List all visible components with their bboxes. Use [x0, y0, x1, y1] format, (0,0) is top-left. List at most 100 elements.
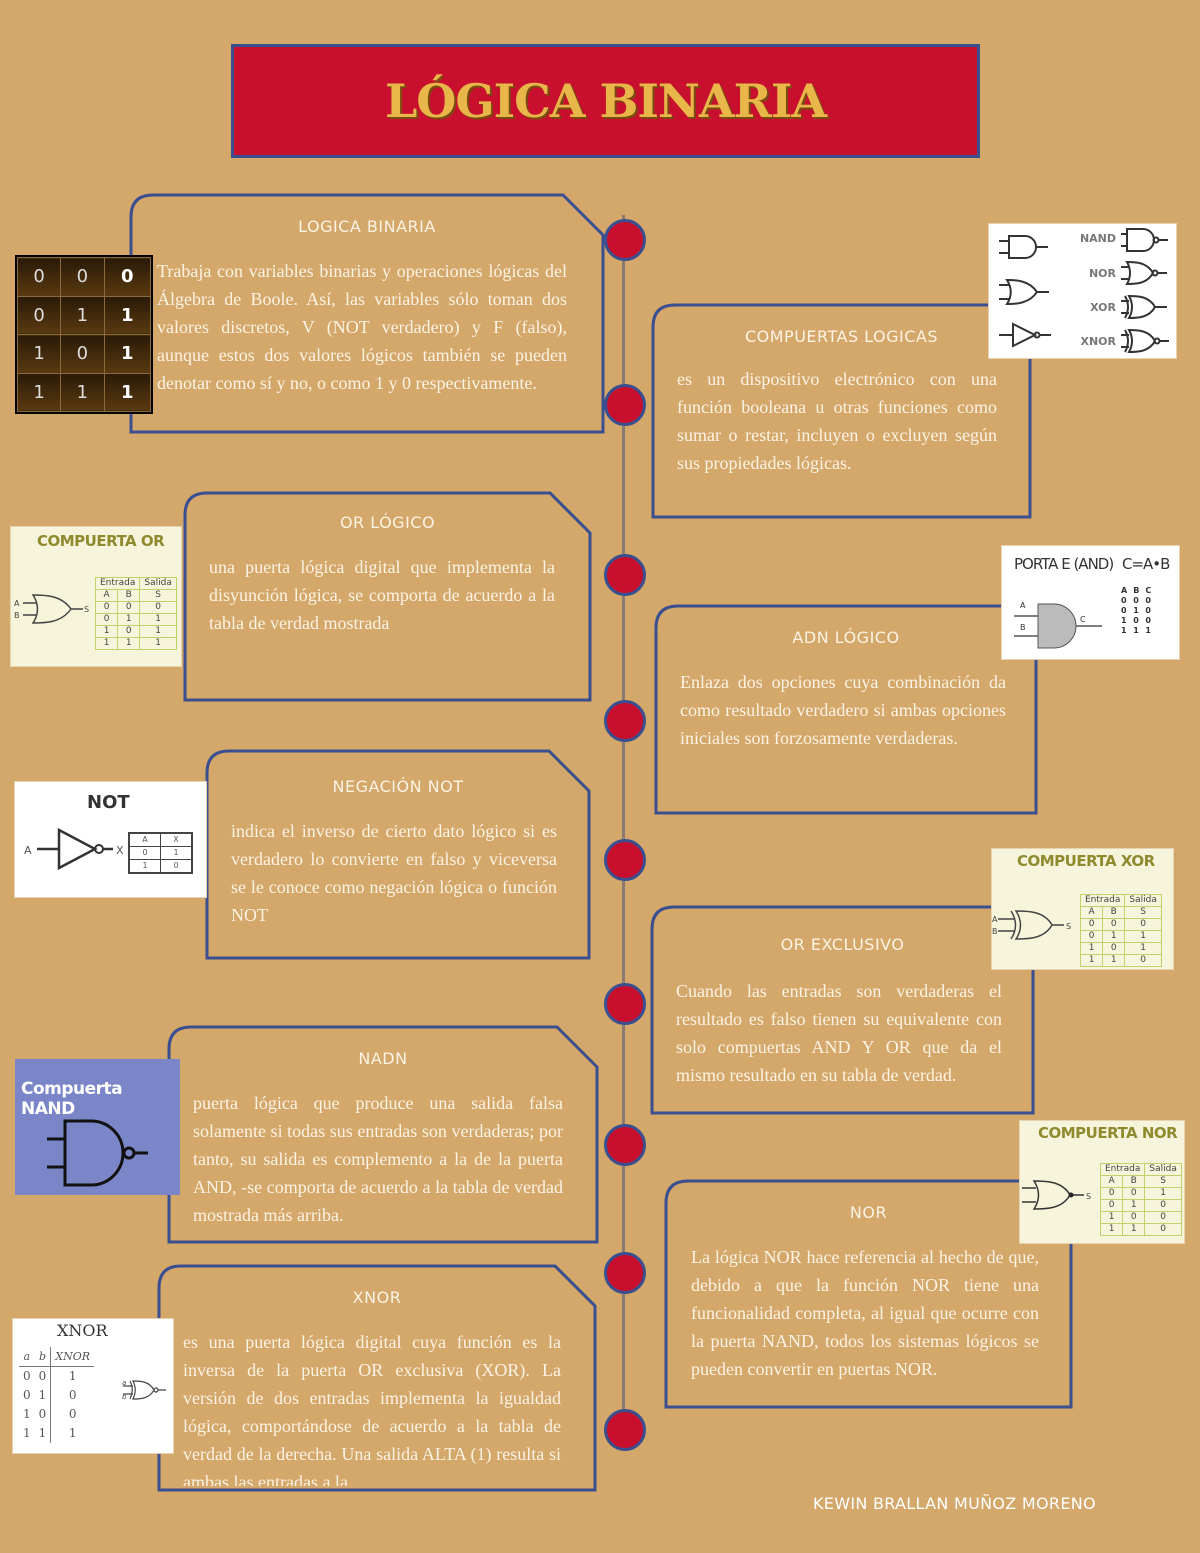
table-cell: 0 — [139, 601, 177, 614]
svg-text:A: A — [24, 844, 32, 857]
table-cell: 0 — [1122, 1211, 1146, 1224]
section-frame — [129, 193, 605, 434]
section-frame — [664, 1179, 1073, 1409]
section-frame — [157, 1264, 597, 1492]
timeline-node — [604, 1124, 646, 1166]
table-cell: 0 — [1145, 596, 1151, 605]
table-cell: 1 — [160, 846, 193, 860]
table-cell: 1 — [1124, 942, 1162, 955]
svg-text:A: A — [992, 915, 998, 924]
table-cell: 0 — [68, 1388, 77, 1402]
table-cell: C — [1145, 586, 1152, 595]
svg-text:a: a — [122, 1379, 126, 1387]
xor-image-title: COMPUERTA XOR — [1017, 852, 1155, 870]
table-cell: 0 — [34, 1366, 52, 1386]
table-cell: 1 — [1099, 1211, 1124, 1224]
table-cell: 0 — [1099, 1187, 1124, 1200]
nand-gate-icon — [1121, 228, 1168, 252]
timeline-node — [604, 839, 646, 881]
or-image-title: COMPUERTA OR — [37, 532, 165, 550]
table-cell: 0 — [160, 859, 193, 874]
section-heading: ADN LÓGICO — [792, 628, 900, 647]
section-heading: COMPUERTAS LOGICAS — [744, 327, 939, 346]
table-cell: 1 — [1145, 626, 1151, 635]
author-name: KEWIN BRALLAN MUÑOZ MORENO — [813, 1494, 1096, 1513]
and-formula: C=A•B — [1122, 555, 1170, 573]
xnor-gate-icon — [1121, 328, 1169, 354]
svg-text:A: A — [14, 599, 20, 608]
section-frame — [167, 1025, 599, 1244]
table-cell: 0 — [94, 613, 119, 626]
table-cell: 1 — [139, 637, 177, 650]
table-cell: 1 — [103, 295, 151, 335]
table-cell: 0 — [60, 257, 105, 297]
table-cell: B — [117, 589, 141, 602]
section-heading: OR LÓGICO — [339, 513, 436, 532]
table-cell: 0 — [1124, 954, 1162, 967]
table-cell: 1 — [60, 295, 105, 335]
table-cell: 1 — [103, 372, 151, 412]
timeline-node — [604, 384, 646, 426]
svg-text:S: S — [1086, 1192, 1091, 1201]
table-cell: 1 — [128, 859, 161, 874]
table-cell: 1 — [117, 613, 141, 626]
table-cell: 0 — [1121, 606, 1127, 615]
section-xnor: XNOR es una puerta lógica digital cuya f… — [157, 1264, 597, 1492]
table-cell: 1 — [23, 1426, 31, 1440]
table-cell: a — [19, 1347, 35, 1367]
table-cell: 1 — [1079, 954, 1104, 967]
table-cell: B — [1133, 586, 1140, 595]
table-cell: 0 — [117, 601, 141, 614]
table-cell: 1 — [1121, 626, 1127, 635]
table-cell: 0 — [1133, 596, 1139, 605]
table-cell: b — [34, 1347, 52, 1367]
table-cell: 1 — [68, 1369, 77, 1383]
table-cell: 0 — [1102, 918, 1126, 931]
section-frame — [654, 604, 1038, 815]
table-cell: 0 — [68, 1407, 77, 1421]
table-cell: 1 — [68, 1426, 77, 1440]
page-title: LÓGICA BINARIA — [384, 74, 827, 128]
table-cell: 1 — [1102, 954, 1126, 967]
table-cell: 1 — [1099, 1223, 1124, 1236]
timeline-node — [604, 700, 646, 742]
section-text: Cuando las entradas son verdaderas el re… — [676, 981, 1002, 1085]
xnor-gate-icon: ab — [122, 1379, 166, 1401]
section-and-logico: ADN LÓGICO Enlaza dos opciones cuya comb… — [654, 604, 1038, 815]
svg-text:S: S — [84, 605, 89, 614]
table-cell: 0 — [1124, 918, 1162, 931]
section-nand: NADN puerta lógica que produce una salid… — [167, 1025, 599, 1244]
table-cell: 1 — [1133, 626, 1139, 635]
svg-text:b: b — [122, 1393, 127, 1401]
table-cell: 1 — [1124, 930, 1162, 943]
table-cell: 0 — [1144, 1223, 1182, 1236]
section-frame — [650, 905, 1035, 1115]
table-cell: 0 — [16, 295, 62, 335]
section-text: es un dispositivo electrónico con una fu… — [677, 369, 997, 473]
table-cell: 1 — [94, 637, 119, 650]
section-frame — [183, 491, 592, 702]
table-cell: XNOR — [50, 1347, 95, 1367]
timeline-node — [604, 219, 646, 261]
table-cell: 0 — [1079, 930, 1104, 943]
